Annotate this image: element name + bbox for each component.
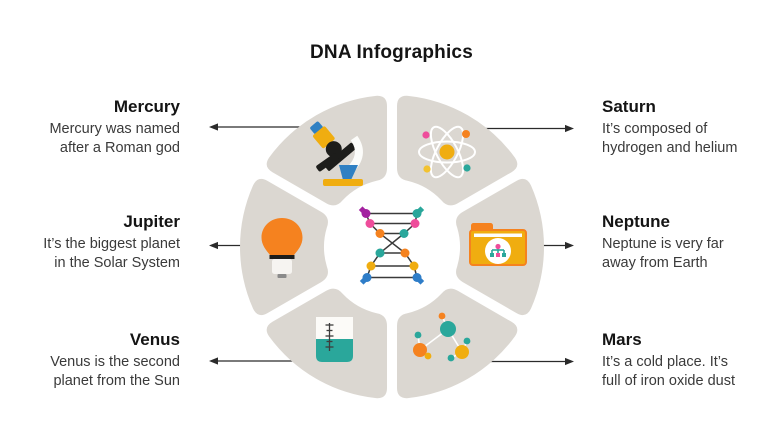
segment-icons [261,121,527,362]
molecule-icon [413,312,471,362]
page-title: DNA Infographics [310,42,473,63]
label-saturn-title: Saturn [602,97,656,116]
atom-icon [418,125,476,179]
label-saturn-description: It’s composed of hydrogen and helium [602,121,738,156]
label-jupiter-description: It’s the biggest planet in the Solar Sys… [43,236,180,271]
label-jupiter-title: Jupiter [123,212,180,231]
label-mercury-description: Mercury was named after a Roman god [49,121,180,156]
lightbulb-icon [261,218,303,278]
label-mars-title: Mars [602,330,642,349]
label-neptune-description: Neptune is very far away from Earth [602,236,724,271]
beaker-icon [316,317,353,362]
label-mars: Mars It’s a cold place. It’s full of iro… [602,329,780,390]
dna-helix-icon [358,206,425,285]
label-saturn: Saturn It’s composed of hydrogen and hel… [602,96,780,157]
label-jupiter: Jupiter It’s the biggest planet in the S… [2,211,180,272]
label-neptune: Neptune Neptune is very far away from Ea… [602,211,780,272]
label-neptune-title: Neptune [602,212,670,231]
label-venus: Venus Venus is the second planet from th… [2,329,180,390]
microscope-icon [310,121,363,186]
label-mars-description: It’s a cold place. It’s full of iron oxi… [602,354,735,389]
label-venus-description: Venus is the second planet from the Sun [50,354,180,389]
label-mercury-title: Mercury [113,97,180,116]
label-mercury: Mercury Mercury was named after a Roman … [2,96,180,157]
folder-icon [469,223,527,266]
label-venus-title: Venus [129,330,180,349]
